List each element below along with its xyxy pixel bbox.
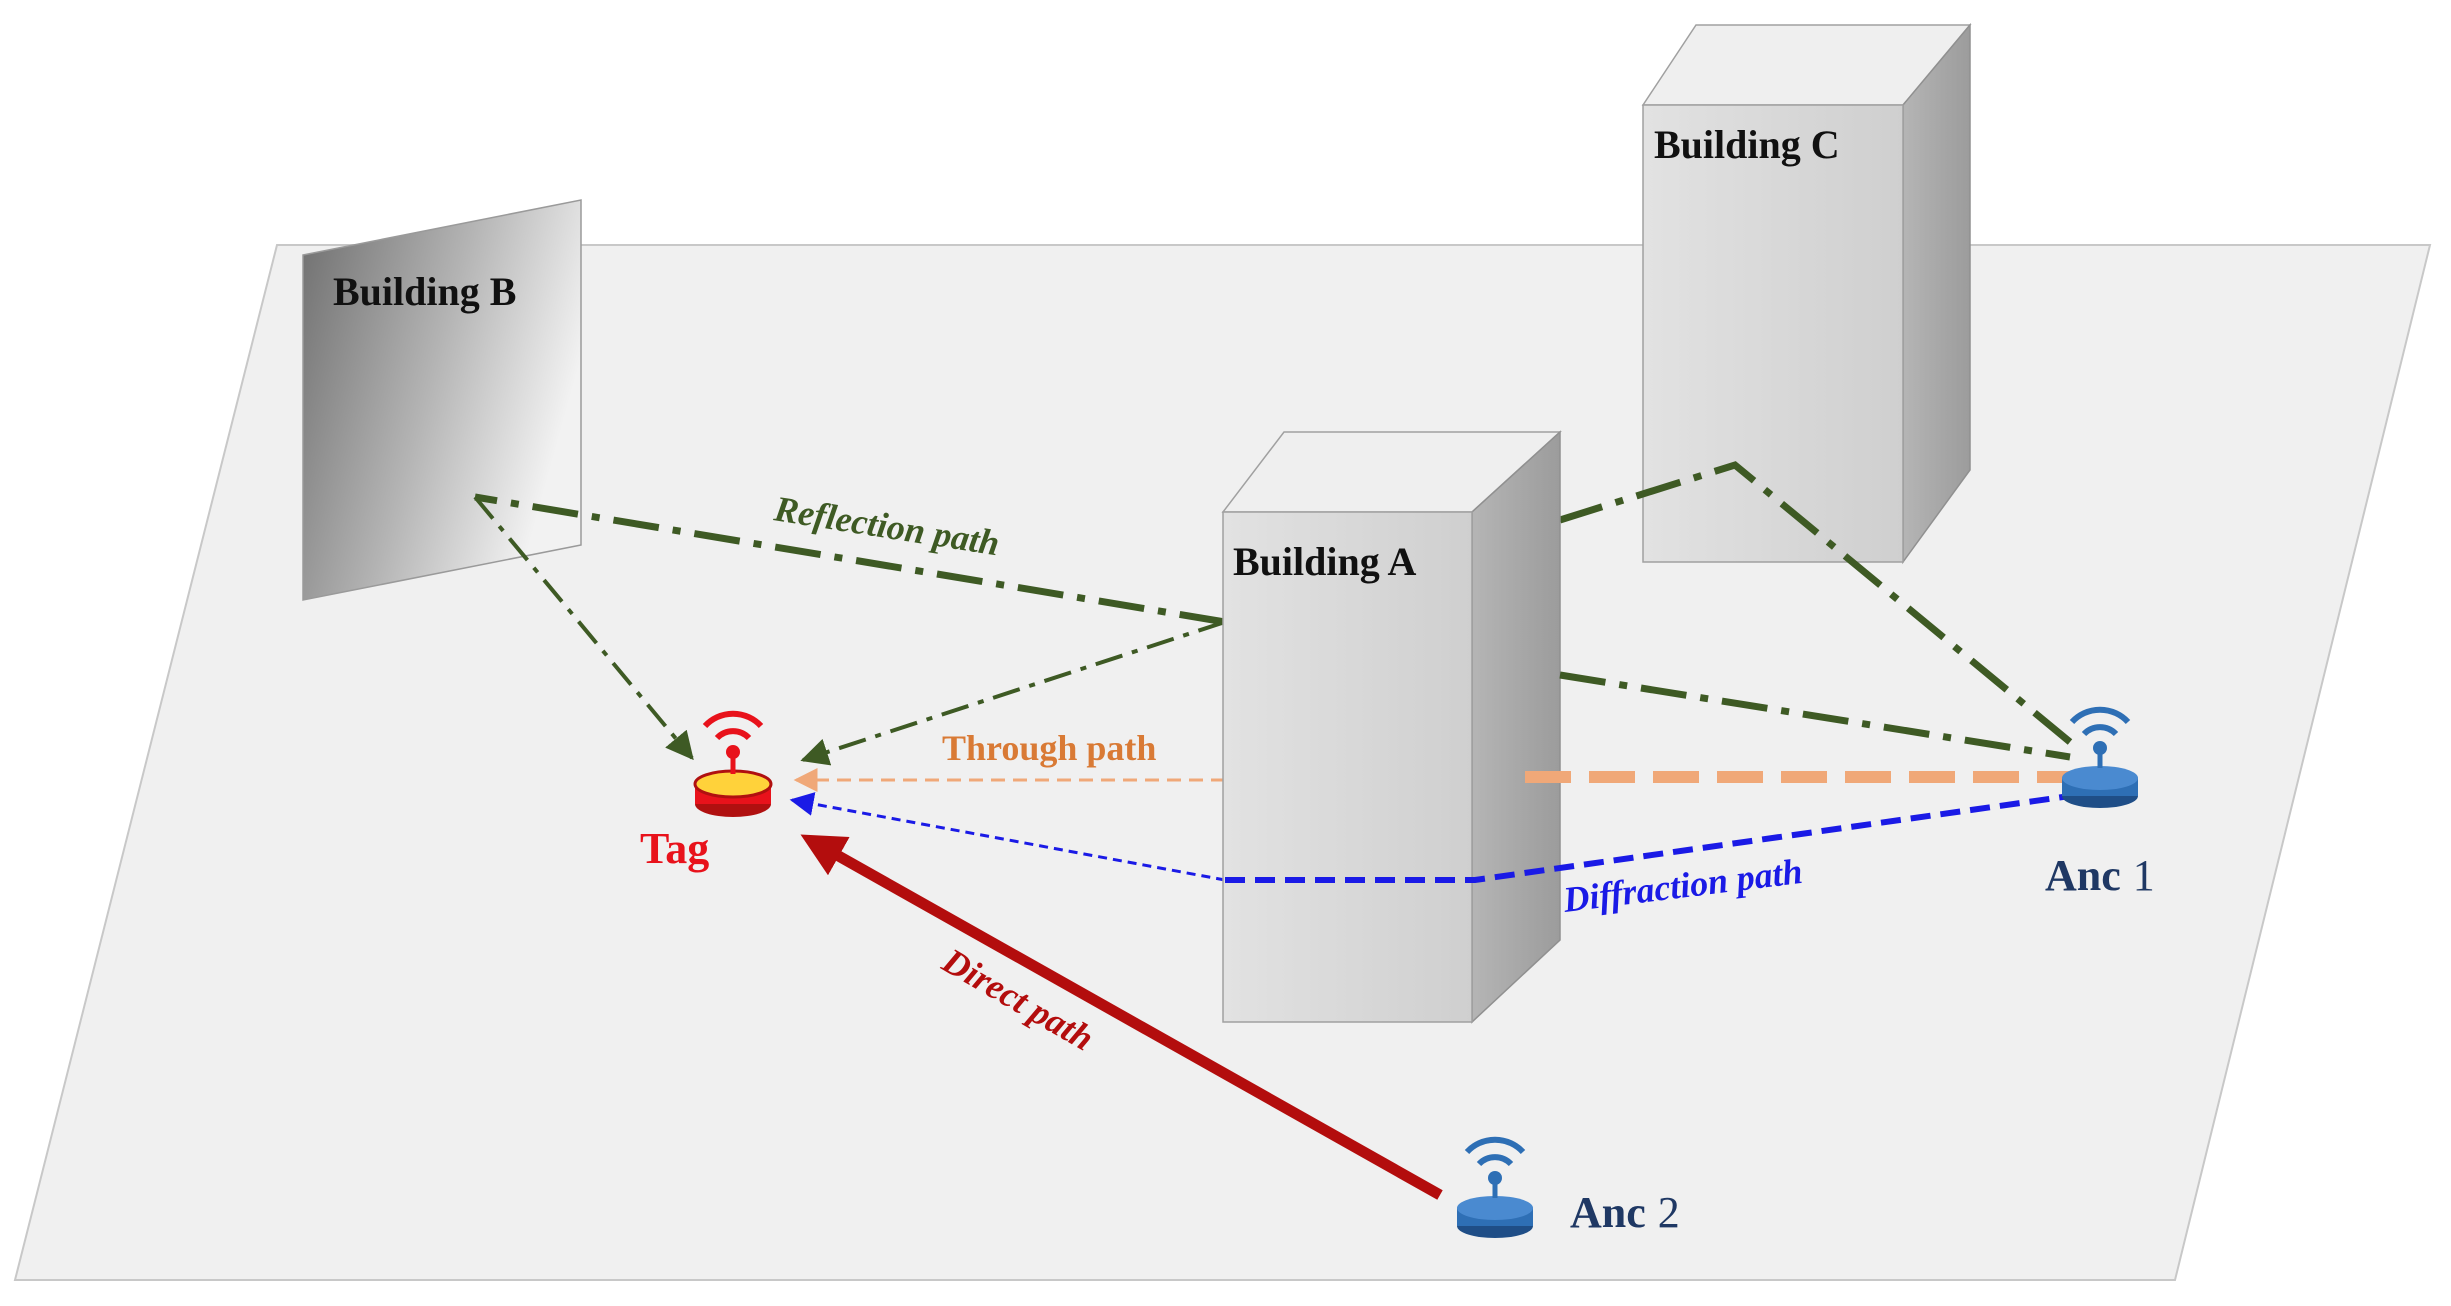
building-c-label: Building C — [1654, 122, 1840, 167]
anc2-label-word: Anc — [1570, 1188, 1646, 1237]
reflection-path-via-c — [1558, 461, 2073, 745]
diffraction-path-thin — [789, 792, 1226, 882]
tag-label: Tag — [640, 824, 709, 873]
building-a-side — [1471, 430, 1561, 1024]
anc1-label-num: 1 — [2133, 851, 2155, 900]
wifi-router-icon — [693, 710, 773, 817]
building-a-label: Building A — [1233, 539, 1417, 584]
diffraction-path-thick — [1225, 793, 2071, 883]
building-c-front — [1642, 104, 1904, 563]
building-b: Building B — [302, 199, 582, 601]
building-a: Building A — [1221, 430, 1562, 1024]
direct-path — [800, 834, 1443, 1200]
wifi-router-icon — [1457, 1136, 1533, 1238]
anc2-label-num: 2 — [1658, 1188, 1680, 1237]
reflection-path-a-anc1 — [1559, 671, 2071, 761]
reflection-path-b-to-tag — [473, 495, 694, 761]
anc1-label-word: Anc — [2045, 851, 2121, 900]
reflection-path-via-b-upper — [474, 493, 1226, 626]
building-c: Building C — [1641, 22, 1972, 565]
building-b-wall — [302, 199, 582, 601]
building-b-label: Building B — [333, 269, 516, 314]
tag-device: Tag — [640, 710, 773, 873]
building-c-side — [1902, 22, 1971, 565]
wifi-router-icon — [2062, 706, 2138, 808]
through-path-label: Through path — [942, 728, 1156, 768]
reflection-path-a-to-tag — [800, 620, 1226, 766]
building-a-front — [1222, 511, 1473, 1023]
